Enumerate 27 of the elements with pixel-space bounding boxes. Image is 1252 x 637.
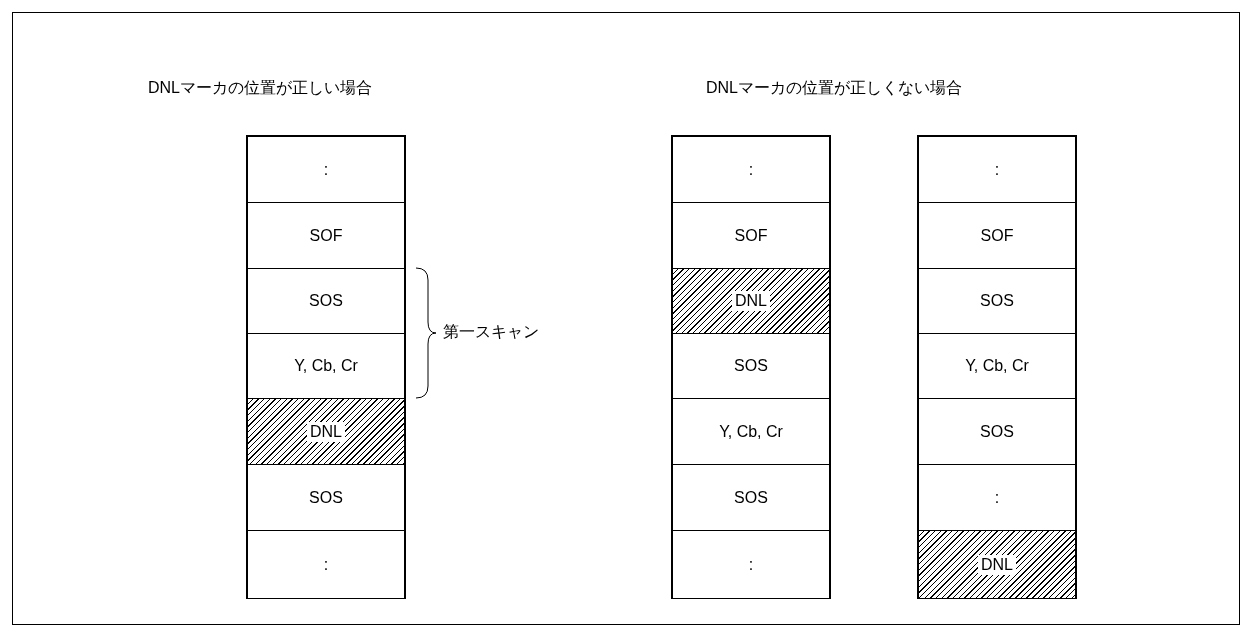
segment-label: SOF xyxy=(308,225,344,246)
hatched-segment-box xyxy=(247,398,405,465)
segment-label: Y, Cb, Cr xyxy=(964,356,1030,376)
segment-label: SOS xyxy=(308,487,344,508)
segment-label: Y, Cb, Cr xyxy=(293,356,359,376)
segment-label: DNL xyxy=(307,421,345,442)
segment-label: SOS xyxy=(733,356,769,376)
hatched-segment-box xyxy=(918,530,1076,599)
segment-label: SOS xyxy=(733,487,769,508)
segment-label: SOS xyxy=(979,421,1015,442)
segment-label: SOF xyxy=(979,225,1015,246)
segment-label: SOS xyxy=(308,291,344,311)
segment-label: : xyxy=(993,159,1001,180)
hatched-segment-box xyxy=(672,268,830,334)
segment-label: : xyxy=(322,159,330,180)
segment-label: : xyxy=(993,487,1001,508)
segment-label: SOS xyxy=(979,291,1015,311)
segment-label: : xyxy=(322,554,330,575)
column-heading: DNLマーカの位置が正しくない場合 xyxy=(706,78,962,98)
segment-label: DNL xyxy=(732,291,770,311)
segment-label: : xyxy=(747,159,755,180)
segment-label: SOF xyxy=(733,225,769,246)
column-heading: DNLマーカの位置が正しい場合 xyxy=(148,78,372,98)
segment-label: : xyxy=(747,554,755,575)
segment-label: Y, Cb, Cr xyxy=(718,421,784,442)
brace-label: 第一スキャン xyxy=(443,322,539,342)
segment-label: DNL xyxy=(978,554,1016,575)
